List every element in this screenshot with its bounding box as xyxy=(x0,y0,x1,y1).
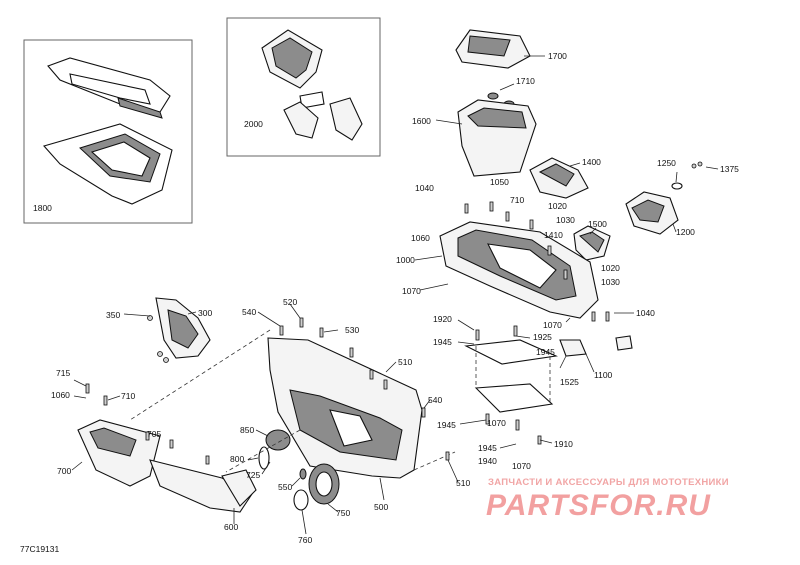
label-1945-b: 1945 xyxy=(536,347,555,357)
label-1940: 1940 xyxy=(478,456,497,466)
label-715: 715 xyxy=(56,368,70,378)
label-1710: 1710 xyxy=(516,76,535,86)
fasteners xyxy=(85,161,703,465)
label-550: 550 xyxy=(278,482,292,492)
part-550-ring xyxy=(299,468,307,480)
label-1700: 1700 xyxy=(548,51,567,61)
inset-2000 xyxy=(226,17,381,157)
part-500-panel-opening xyxy=(329,409,373,447)
label-710-top: 710 xyxy=(510,195,524,205)
label-1800: 1800 xyxy=(33,203,52,213)
label-1500: 1500 xyxy=(588,219,607,229)
label-510-bottom: 510 xyxy=(456,478,470,488)
label-2000: 2000 xyxy=(244,119,263,129)
diagram-code: 77C19131 xyxy=(20,544,60,554)
label-1525: 1525 xyxy=(560,377,579,387)
part-850-cone xyxy=(265,429,291,451)
part-760-ring xyxy=(293,489,309,511)
label-350: 350 xyxy=(106,310,120,320)
part-600-end xyxy=(221,469,257,507)
label-1060-left: 1060 xyxy=(51,390,70,400)
label-725: 725 xyxy=(246,470,260,480)
label-600: 600 xyxy=(224,522,238,532)
label-1050: 1050 xyxy=(490,177,509,187)
leader-lines xyxy=(71,55,719,535)
label-530: 530 xyxy=(345,325,359,335)
label-850: 850 xyxy=(240,425,254,435)
label-1400: 1400 xyxy=(582,157,601,167)
label-1600: 1600 xyxy=(412,116,431,126)
label-1070-left: 1070 xyxy=(402,286,421,296)
part-1250-clamp xyxy=(671,182,683,190)
label-1100: 1100 xyxy=(594,370,613,380)
label-1060-top: 1060 xyxy=(411,233,430,243)
part-1200-shade xyxy=(631,199,665,223)
label-510-top: 510 xyxy=(398,357,412,367)
part-1920-tray-lower xyxy=(474,383,554,413)
part-1500-shade xyxy=(579,231,605,253)
part-600-lower-panel xyxy=(149,459,253,513)
part-1400-shade xyxy=(538,163,575,187)
label-1920: 1920 xyxy=(433,314,452,324)
label-540-top: 540 xyxy=(242,307,256,317)
label-1375: 1375 xyxy=(720,164,739,174)
label-1070-bottom: 1070 xyxy=(512,461,531,471)
label-1250: 1250 xyxy=(657,158,676,168)
label-500: 500 xyxy=(374,502,388,512)
label-700: 700 xyxy=(57,466,71,476)
label-1030-mid: 1030 xyxy=(601,277,620,287)
label-1910: 1910 xyxy=(554,439,573,449)
part-1920-tray-upper xyxy=(464,339,558,365)
label-1945-c: 1945 xyxy=(437,420,456,430)
label-540-right: 540 xyxy=(428,395,442,405)
label-1040-right: 1040 xyxy=(636,308,655,318)
label-800: 800 xyxy=(230,454,244,464)
label-1945-a: 1945 xyxy=(433,337,452,347)
part-300-shade xyxy=(167,309,199,349)
label-300: 300 xyxy=(198,308,212,318)
label-1410: 1410 xyxy=(544,230,563,240)
label-1200: 1200 xyxy=(676,227,695,237)
part-800-ring xyxy=(258,446,270,470)
label-1020-mid: 1020 xyxy=(601,263,620,273)
watermark-subtitle: ЗАПЧАСТИ И АКСЕССУАРЫ ДЛЯ МОТОТЕХНИКИ xyxy=(488,477,729,488)
part-700-shade xyxy=(89,427,137,457)
part-1710-grommet xyxy=(487,92,499,100)
part-1100-clip xyxy=(615,335,633,351)
label-1040-top: 1040 xyxy=(415,183,434,193)
label-1020-top: 1020 xyxy=(548,201,567,211)
guide-line xyxy=(225,429,301,473)
watermark-brand: PARTSFOR.RU xyxy=(486,489,711,522)
label-710-left: 710 xyxy=(121,391,135,401)
label-1000: 1000 xyxy=(396,255,415,265)
label-705: 705 xyxy=(147,429,161,439)
part-1000-frame-opening xyxy=(487,243,557,289)
part-1100-bracket xyxy=(559,339,587,357)
label-1030-top: 1030 xyxy=(556,215,575,225)
part-750-bellows-inner xyxy=(315,471,333,497)
label-1070-right: 1070 xyxy=(543,320,562,330)
inset-1800 xyxy=(23,39,193,224)
part-1600-airbox-inner xyxy=(467,107,527,129)
label-1925: 1925 xyxy=(533,332,552,342)
label-760: 760 xyxy=(298,535,312,545)
label-750: 750 xyxy=(336,508,350,518)
label-1070-mid: 1070 xyxy=(487,418,506,428)
label-1945-d: 1945 xyxy=(478,443,497,453)
part-1700-lid-shade xyxy=(467,35,511,57)
label-520: 520 xyxy=(283,297,297,307)
